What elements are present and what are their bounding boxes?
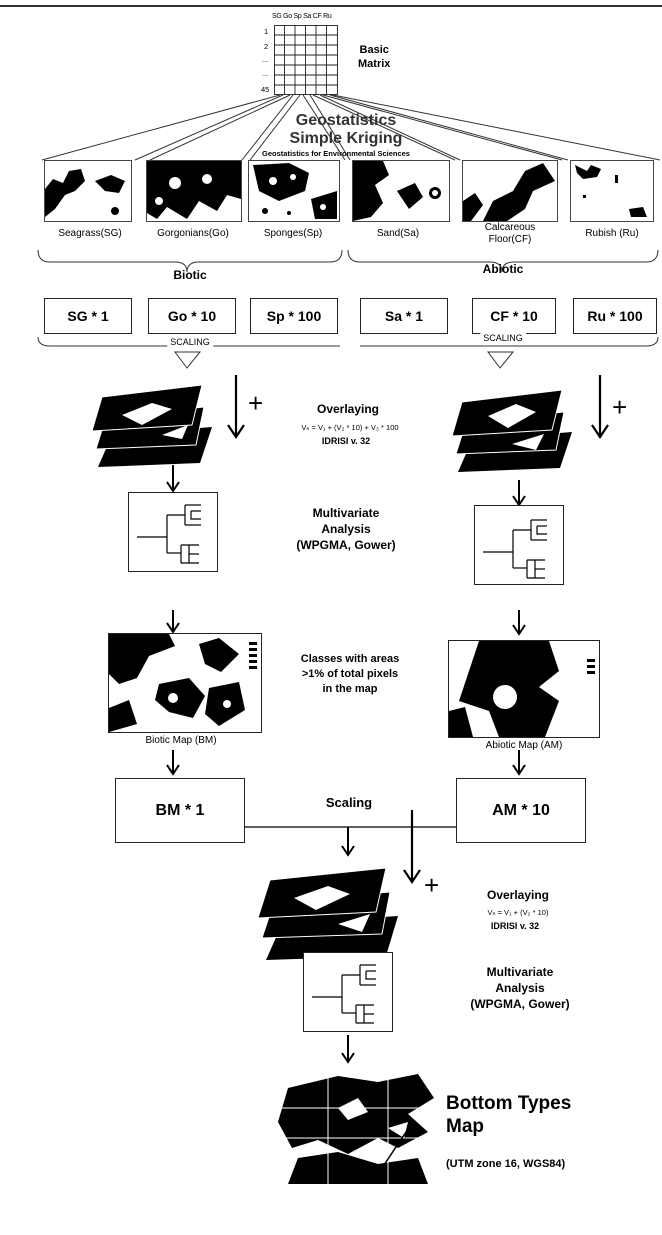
- final-subtitle: (UTM zone 16, WGS84): [446, 1158, 566, 1170]
- top-border: [0, 5, 662, 7]
- map-sand: [352, 160, 450, 222]
- biotic-map-label: Biotic Map (BM): [145, 735, 217, 746]
- dendrogram-left: [128, 492, 218, 572]
- geo-software: Geostatistics for Environmental Sciences: [262, 149, 410, 158]
- matrix-label: Basic Matrix: [358, 44, 391, 70]
- multivariate-title-1: Multivariate Analysis (WPGMA, Gower): [296, 506, 396, 552]
- scaling-label-left: SCALING: [167, 337, 213, 347]
- matrix-row-4: ...: [262, 69, 269, 78]
- box-ru: Ru * 100: [573, 298, 657, 334]
- scaling-label-right: SCALING: [480, 333, 526, 343]
- overlay-stack-final: [258, 867, 398, 960]
- box-sg: SG * 1: [44, 298, 132, 334]
- label-rubish: Rubish (Ru): [585, 228, 639, 239]
- triangle-right: [487, 351, 515, 369]
- overlay1-formula: Vₙ = V₁ + (V₂ * 10) + V₃ * 100: [301, 423, 399, 432]
- group-biotic: Biotic: [173, 268, 207, 282]
- triangle-left: [174, 351, 202, 369]
- geo-title-2: Simple Kriging: [289, 130, 403, 147]
- dendrogram-right: [474, 505, 564, 585]
- overlay1-plus-right: +: [612, 392, 628, 422]
- geo-title-1: Geostatistics: [295, 112, 397, 129]
- map-calcareous: [462, 160, 558, 222]
- matrix-row-2: 2: [264, 42, 269, 51]
- box-cf: CF * 10: [472, 298, 556, 334]
- abiotic-map-label: Abiotic Map (AM): [485, 740, 563, 751]
- overlay1-plus-left: +: [248, 388, 264, 418]
- bottom-types-map: [278, 1068, 438, 1186]
- abiotic-map: [448, 640, 600, 738]
- fan-lines: [41, 94, 661, 161]
- overlay2-software: IDRISI v. 32: [490, 921, 540, 931]
- box-am: AM * 10: [456, 778, 586, 843]
- multivariate-title-2: Multivariate Analysis (WPGMA, Gower): [470, 965, 570, 1011]
- map-seagrass: [44, 160, 132, 222]
- label-gorgonians: Gorgonians(Go): [157, 228, 229, 239]
- label-seagrass: Seagrass(SG): [58, 228, 122, 239]
- label-calcareous: Calcareous Floor(CF): [484, 222, 536, 245]
- matrix-grid: [274, 25, 338, 95]
- box-go: Go * 10: [148, 298, 236, 334]
- overlay-stack-left: [92, 384, 212, 467]
- group-abiotic: Abiotic: [482, 262, 524, 276]
- biotic-brace: [37, 249, 343, 273]
- overlay-stack-right: [452, 389, 572, 472]
- scaling-mid: Scaling: [325, 795, 373, 810]
- overlay2-plus: +: [424, 870, 440, 900]
- overlay2-title: Overlaying: [486, 888, 550, 902]
- biotic-map: [108, 633, 262, 733]
- final-title: Bottom Types Map: [446, 1093, 572, 1137]
- overlay1-title: Overlaying: [316, 402, 380, 416]
- map-rubish: [570, 160, 654, 222]
- matrix-header: SG Go Sp Sa CF Ru: [272, 13, 332, 20]
- overlay2-formula: Vₙ = V₁ + (V₂ * 10): [487, 908, 549, 917]
- label-sand: Sand(Sa): [376, 228, 420, 239]
- abiotic-brace: [347, 249, 659, 273]
- map-sponges: [248, 160, 340, 222]
- box-bm: BM * 1: [115, 778, 245, 843]
- dendrogram-final: [303, 952, 393, 1032]
- overlay1-software: IDRISI v. 32: [321, 436, 371, 446]
- box-sa: Sa * 1: [360, 298, 448, 334]
- label-sponges: Sponges(Sp): [263, 228, 323, 239]
- map-gorgonians: [146, 160, 242, 222]
- classes-note: Classes with areas >1% of total pixels i…: [300, 653, 400, 695]
- matrix-row-5: 45: [261, 85, 270, 94]
- matrix-row-3: ...: [262, 55, 269, 64]
- matrix-row-1: 1: [264, 27, 269, 36]
- box-sp: Sp * 100: [250, 298, 338, 334]
